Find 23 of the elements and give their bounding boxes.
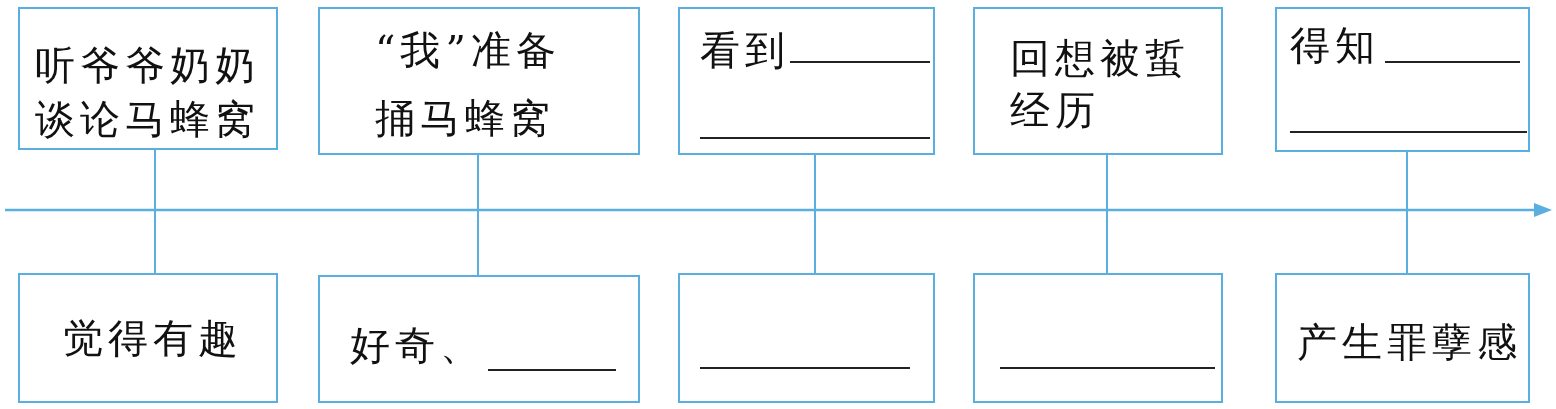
connector-line — [477, 154, 479, 276]
event-text: 看到 — [700, 26, 790, 75]
event-box — [18, 7, 278, 150]
connector-line — [1406, 151, 1408, 274]
feeling-box — [18, 273, 278, 403]
feeling-text: 好奇、 — [350, 321, 485, 370]
connector-line — [1106, 154, 1108, 274]
connector-line — [154, 149, 156, 274]
event-box — [678, 7, 935, 155]
event-box — [1275, 7, 1530, 152]
feeling-box — [973, 273, 1223, 403]
feeling-text: 产生罪孽感 — [1297, 318, 1522, 367]
connector-line — [814, 154, 816, 274]
feeling-box — [678, 273, 935, 403]
feeling-box — [318, 275, 640, 403]
event-text: 回想被蜇经历 — [1010, 34, 1191, 135]
event-box — [318, 7, 640, 155]
event-box — [973, 7, 1223, 155]
feeling-text: 觉得有趣 — [63, 314, 243, 363]
feeling-box — [1275, 273, 1530, 403]
event-text: “我”准备捅马蜂窝 — [375, 26, 562, 143]
event-text: 得知 — [1290, 21, 1380, 70]
event-text: 听爷爷奶奶谈论马蜂窝 — [35, 41, 261, 144]
